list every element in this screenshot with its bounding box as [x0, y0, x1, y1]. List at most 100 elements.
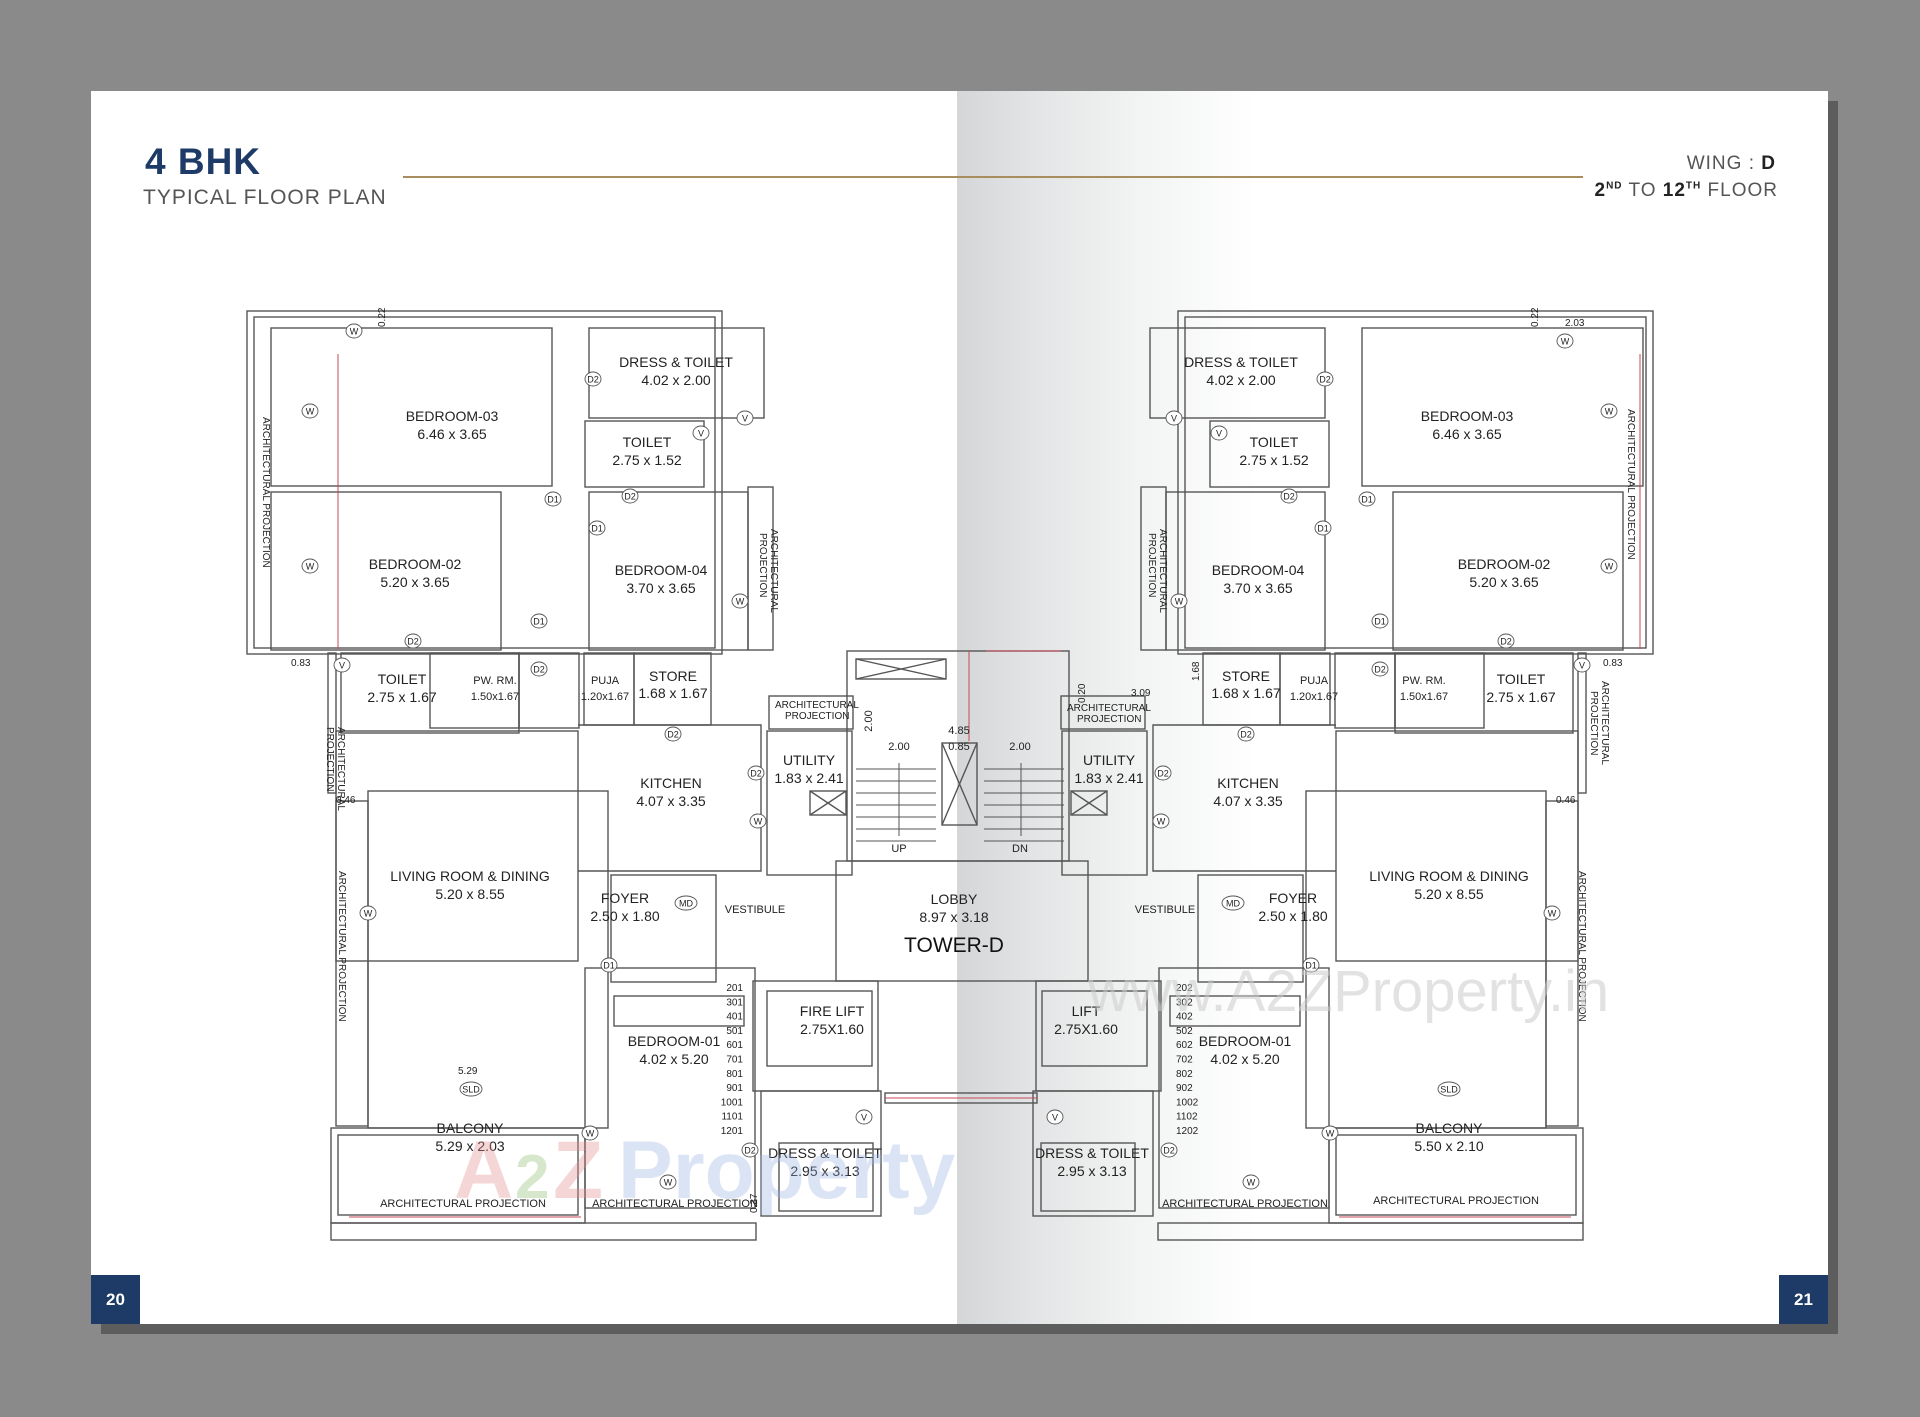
page-number-right: 21: [1779, 1275, 1828, 1324]
tag-label: W: [736, 597, 745, 607]
tag-marker: [1237, 726, 1255, 742]
tag-marker: [674, 895, 698, 911]
tag-marker: [1160, 1142, 1178, 1158]
flat-number: 702: [1176, 1055, 1193, 1066]
tag-label: W: [1157, 817, 1166, 827]
tag-marker: [359, 905, 377, 921]
tag-marker: [1556, 333, 1574, 349]
flat-number: 402: [1176, 1012, 1193, 1023]
tag-marker: [530, 661, 548, 677]
tag-label: D2: [533, 665, 545, 675]
right-kitchen-name: KITCHEN: [1217, 775, 1278, 791]
flat-number: 701: [726, 1055, 743, 1066]
right-bedroom02-name: BEDROOM-02: [1458, 556, 1551, 572]
left-store-name: STORE: [649, 668, 697, 684]
flat-number: 902: [1176, 1083, 1193, 1094]
right-bedroom03-name: BEDROOM-03: [1421, 408, 1514, 424]
tag-marker: [581, 1125, 599, 1141]
flat-number: 1102: [1176, 1112, 1198, 1123]
floor-word: FLOOR: [1707, 180, 1778, 201]
right-foyer-dim: 2.50 x 1.80: [1258, 908, 1327, 924]
lobby-dim: 8.97 x 3.18: [919, 909, 988, 925]
left-proj-6b: PROJECTION: [757, 533, 768, 597]
stair-dim-485: 4.85: [948, 725, 969, 737]
left-dress-toilet-top-name: DRESS & TOILET: [619, 354, 733, 370]
left-utility-name: UTILITY: [783, 752, 836, 768]
tag-marker: [1165, 410, 1183, 426]
tag-label: V: [698, 429, 704, 439]
stair-dn: DN: [1012, 843, 1028, 855]
tag-marker: [301, 403, 319, 419]
tag-marker: [1314, 520, 1332, 536]
left-proj-7b: PROJECTION: [785, 711, 849, 722]
stair-dim-200a: 2.00: [888, 741, 909, 753]
right-store-dim: 1.68 x 1.67: [1211, 685, 1280, 701]
tag-label: W: [306, 562, 315, 572]
tag-label: W: [364, 909, 373, 919]
right-proj-7b: PROJECTION: [1077, 714, 1141, 725]
right-vestibule: VESTIBULE: [1135, 904, 1196, 916]
left-arch-proj-1: ARCHITECTURAL PROJECTION: [380, 1198, 546, 1210]
stair-dim-085: 0.85: [948, 741, 969, 753]
left-arch-proj-4: ARCHITECTURAL: [335, 727, 346, 811]
wing-label: WING : D: [1687, 153, 1776, 175]
left-puja-dim: 1.20x1.67: [581, 691, 629, 703]
tag-label: W: [306, 407, 315, 417]
right-arch-proj-5: ARCHITECTURAL PROJECTION: [1576, 871, 1587, 1022]
left-pwrm-name: PW. RM.: [473, 675, 516, 687]
tag-marker: [1221, 895, 1245, 911]
stair-up: UP: [891, 843, 906, 855]
flat-number: 801: [726, 1069, 743, 1080]
dim-309: 3.09: [1131, 688, 1151, 699]
floor-from: 2: [1594, 180, 1607, 201]
tag-label: D2: [1500, 637, 1512, 647]
left-living-name: LIVING ROOM & DINING: [390, 868, 549, 884]
watermark-property: Property: [618, 1125, 956, 1216]
tag-marker: [659, 1174, 677, 1190]
left-bedroom01-name: BEDROOM-01: [628, 1033, 721, 1049]
dim-046-left: 0.46: [336, 795, 356, 806]
tag-marker: [544, 491, 562, 507]
tag-marker: [1600, 403, 1618, 419]
tag-marker: [747, 765, 765, 781]
right-bedroom03-dim: 6.46 x 3.65: [1432, 426, 1501, 442]
tag-label: D1: [1374, 617, 1386, 627]
flat-number: 802: [1176, 1069, 1193, 1080]
tag-label: W: [1326, 1129, 1335, 1139]
tag-label: MD: [679, 899, 693, 909]
right-puja-dim: 1.20x1.67: [1290, 691, 1338, 703]
tag-label: W: [1247, 1178, 1256, 1188]
flat-number: 202: [1176, 983, 1193, 994]
tag-label: V: [1579, 661, 1585, 671]
left-arch-proj-2: ARCHITECTURAL PROJECTION: [592, 1198, 758, 1210]
right-bedroom02-dim: 5.20 x 3.65: [1469, 574, 1538, 590]
tag-label: V: [861, 1113, 867, 1123]
tag-label: W: [1548, 909, 1557, 919]
left-dress-toilet-bottom-name: DRESS & TOILET: [768, 1145, 882, 1161]
left-toilet-mid-dim: 2.75 x 1.67: [367, 689, 436, 705]
left-bedroom02-dim: 5.20 x 3.65: [380, 574, 449, 590]
flat-number: 302: [1176, 997, 1193, 1008]
right-arch-proj-2: ARCHITECTURAL PROJECTION: [1373, 1195, 1539, 1207]
right-bedroom01-name: BEDROOM-01: [1199, 1033, 1292, 1049]
tag-label: V: [1052, 1113, 1058, 1123]
right-store-name: STORE: [1222, 668, 1270, 684]
brochure-spread: 4 BHK TYPICAL FLOOR PLAN WING : D 2ND TO…: [91, 91, 1828, 1324]
tag-label: D1: [1317, 524, 1329, 534]
dim-083-right: 0.83: [1603, 658, 1623, 669]
tag-label: D1: [547, 495, 559, 505]
left-toilet-mid-name: TOILET: [378, 671, 427, 687]
floor-from-sup: ND: [1606, 180, 1623, 192]
tag-label: SLD: [462, 1085, 480, 1095]
right-bedroom04-name: BEDROOM-04: [1212, 562, 1305, 578]
tag-marker: [664, 726, 682, 742]
left-balcony-name: BALCONY: [437, 1120, 505, 1136]
right-balcony-name: BALCONY: [1416, 1120, 1484, 1136]
tag-marker: [621, 488, 639, 504]
tag-label: D1: [533, 617, 545, 627]
left-proj-4b: PROJECTION: [324, 727, 335, 791]
flat-number: 1001: [721, 1097, 744, 1108]
